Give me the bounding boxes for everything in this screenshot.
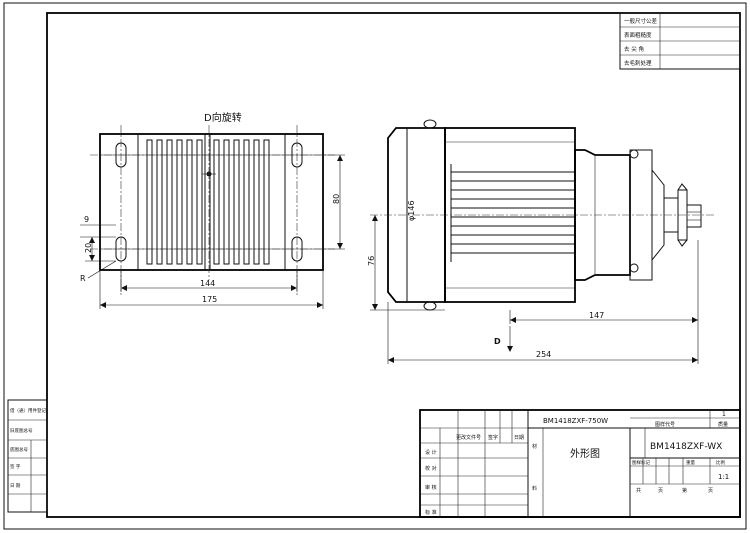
- lm-row-3: 底图总号: [10, 446, 28, 453]
- role-design: 设 计: [425, 449, 437, 456]
- drawing-title-top: BM1418ZXF-750W: [543, 417, 608, 425]
- tr-row-1: 一般尺寸公差: [624, 17, 658, 25]
- process-label: 料: [532, 485, 537, 492]
- end-view: D向旋转: [80, 111, 345, 309]
- cell-no: 第: [682, 487, 687, 494]
- cell-label-mass: 质量: [718, 421, 728, 428]
- dim-r: R: [80, 274, 86, 283]
- frame-border: [46, 12, 741, 518]
- heat-sink-fins: [146, 134, 270, 270]
- cell-label-mark: 图样标记: [632, 459, 650, 466]
- view-arrow-d: D: [494, 337, 501, 346]
- dim-254: 254: [536, 350, 551, 359]
- cell-label-scale: 比例: [716, 459, 725, 466]
- left-margin-table: 借（通）用件登记 旧底图总号 底图总号 签 字 日 期: [7, 399, 48, 513]
- scale-value: 1:1: [718, 473, 729, 481]
- cell-page-1: 页: [658, 488, 663, 494]
- part-name: 外形图: [570, 448, 600, 460]
- cell-page-2: 页: [708, 488, 713, 494]
- sheet-number: 1: [722, 411, 726, 418]
- dim-9: 9: [84, 215, 89, 224]
- side-fins: [450, 164, 575, 262]
- tr-row-3: 去 尖 角: [624, 45, 644, 53]
- dim-76: 76: [367, 256, 376, 266]
- top-right-table: 一般尺寸公差 表面粗糙度 去 尖 角 去毛刺处理: [619, 12, 741, 70]
- role-review: 审 核: [425, 484, 437, 491]
- role-check: 校 对: [425, 465, 437, 472]
- lm-row-4: 签 字: [10, 463, 21, 470]
- cell-total: 共: [636, 487, 641, 494]
- dim-147: 147: [589, 311, 604, 320]
- dim-phi146: φ146: [407, 200, 416, 221]
- header-label-2: 签字: [488, 434, 498, 441]
- role-standard: 标 准: [425, 509, 437, 516]
- header-label-1: 更改文件号: [456, 434, 481, 441]
- lm-row-2: 旧底图总号: [10, 427, 33, 434]
- dim-20: 20: [84, 243, 93, 253]
- cell-label-weight: 重量: [686, 459, 695, 466]
- cell-label-drawing-code: 图样代号: [655, 421, 675, 428]
- dim-80: 80: [332, 194, 341, 204]
- lm-row-5: 日 期: [10, 483, 21, 489]
- material-label: 材: [532, 443, 537, 450]
- view-label: D向旋转: [204, 111, 242, 124]
- dim-175: 175: [202, 295, 217, 304]
- dim-144: 144: [200, 279, 215, 288]
- sheet-border: [3, 2, 747, 530]
- side-view: φ146 76 147 D 254: [367, 119, 715, 364]
- title-block: 更改文件号 签字 日期 设 计 校 对 审 核 标 准 材 料 BM1418ZX…: [419, 409, 741, 518]
- drawing-number: BM1418ZXF-WX: [650, 442, 722, 452]
- header-label-3: 日期: [514, 435, 524, 441]
- tr-row-4: 去毛刺处理: [624, 59, 652, 67]
- lm-row-1: 借（通）用件登记: [10, 407, 46, 414]
- tr-row-2: 表面粗糙度: [624, 31, 652, 39]
